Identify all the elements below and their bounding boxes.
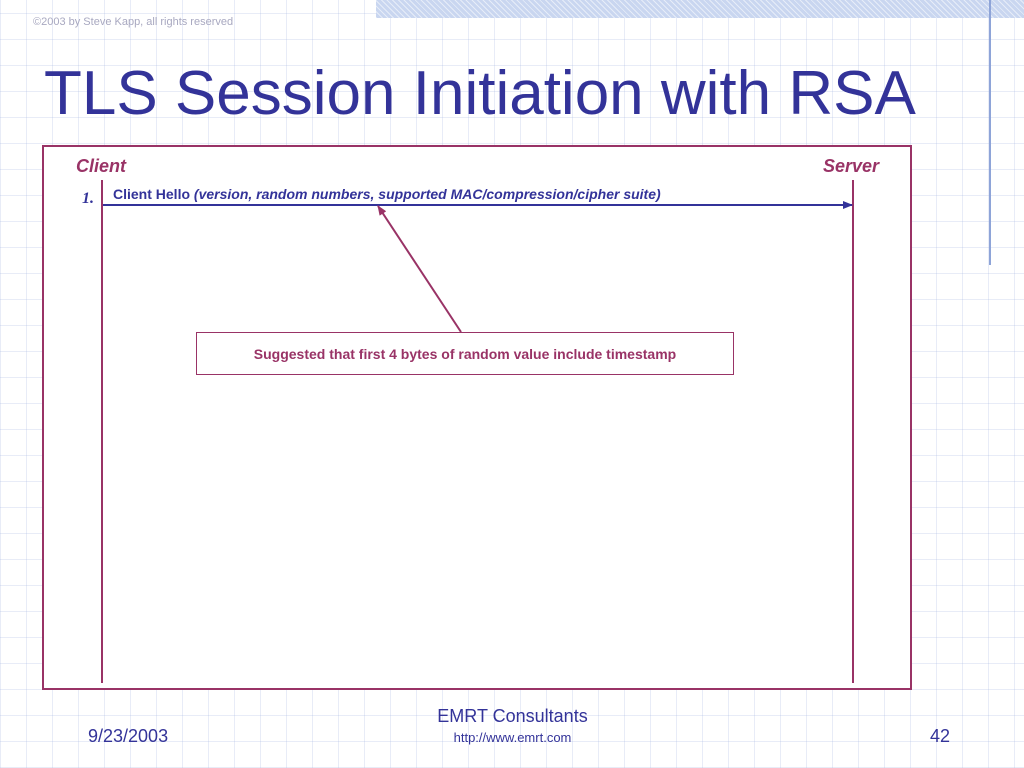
callout-note: Suggested that first 4 bytes of random v… bbox=[196, 332, 734, 375]
step-number: 1. bbox=[82, 190, 94, 207]
footer-url[interactable]: http://www.emrt.com bbox=[453, 730, 572, 745]
slide-title: TLS Session Initiation with RSA bbox=[44, 59, 916, 128]
message-name: Client Hello bbox=[113, 186, 191, 202]
header-decor-band bbox=[376, 0, 1024, 18]
client-hello-message: Client Hello (version, random numbers, s… bbox=[113, 186, 661, 202]
server-label: Server bbox=[823, 156, 880, 176]
footer-company: EMRT Consultants bbox=[437, 706, 588, 726]
diagram-frame bbox=[42, 145, 912, 690]
client-lifeline bbox=[101, 180, 103, 683]
message-params: (version, random numbers, supported MAC/… bbox=[193, 186, 661, 202]
footer-date: 9/23/2003 bbox=[88, 726, 169, 746]
client-label: Client bbox=[76, 156, 127, 176]
page-number: 42 bbox=[930, 726, 951, 746]
callout-pointer-arrow bbox=[377, 205, 462, 333]
decor-vertical-rule bbox=[989, 0, 991, 265]
server-lifeline bbox=[852, 180, 854, 683]
copyright-notice: ©2003 by Steve Kapp, all rights reserved bbox=[33, 16, 234, 28]
